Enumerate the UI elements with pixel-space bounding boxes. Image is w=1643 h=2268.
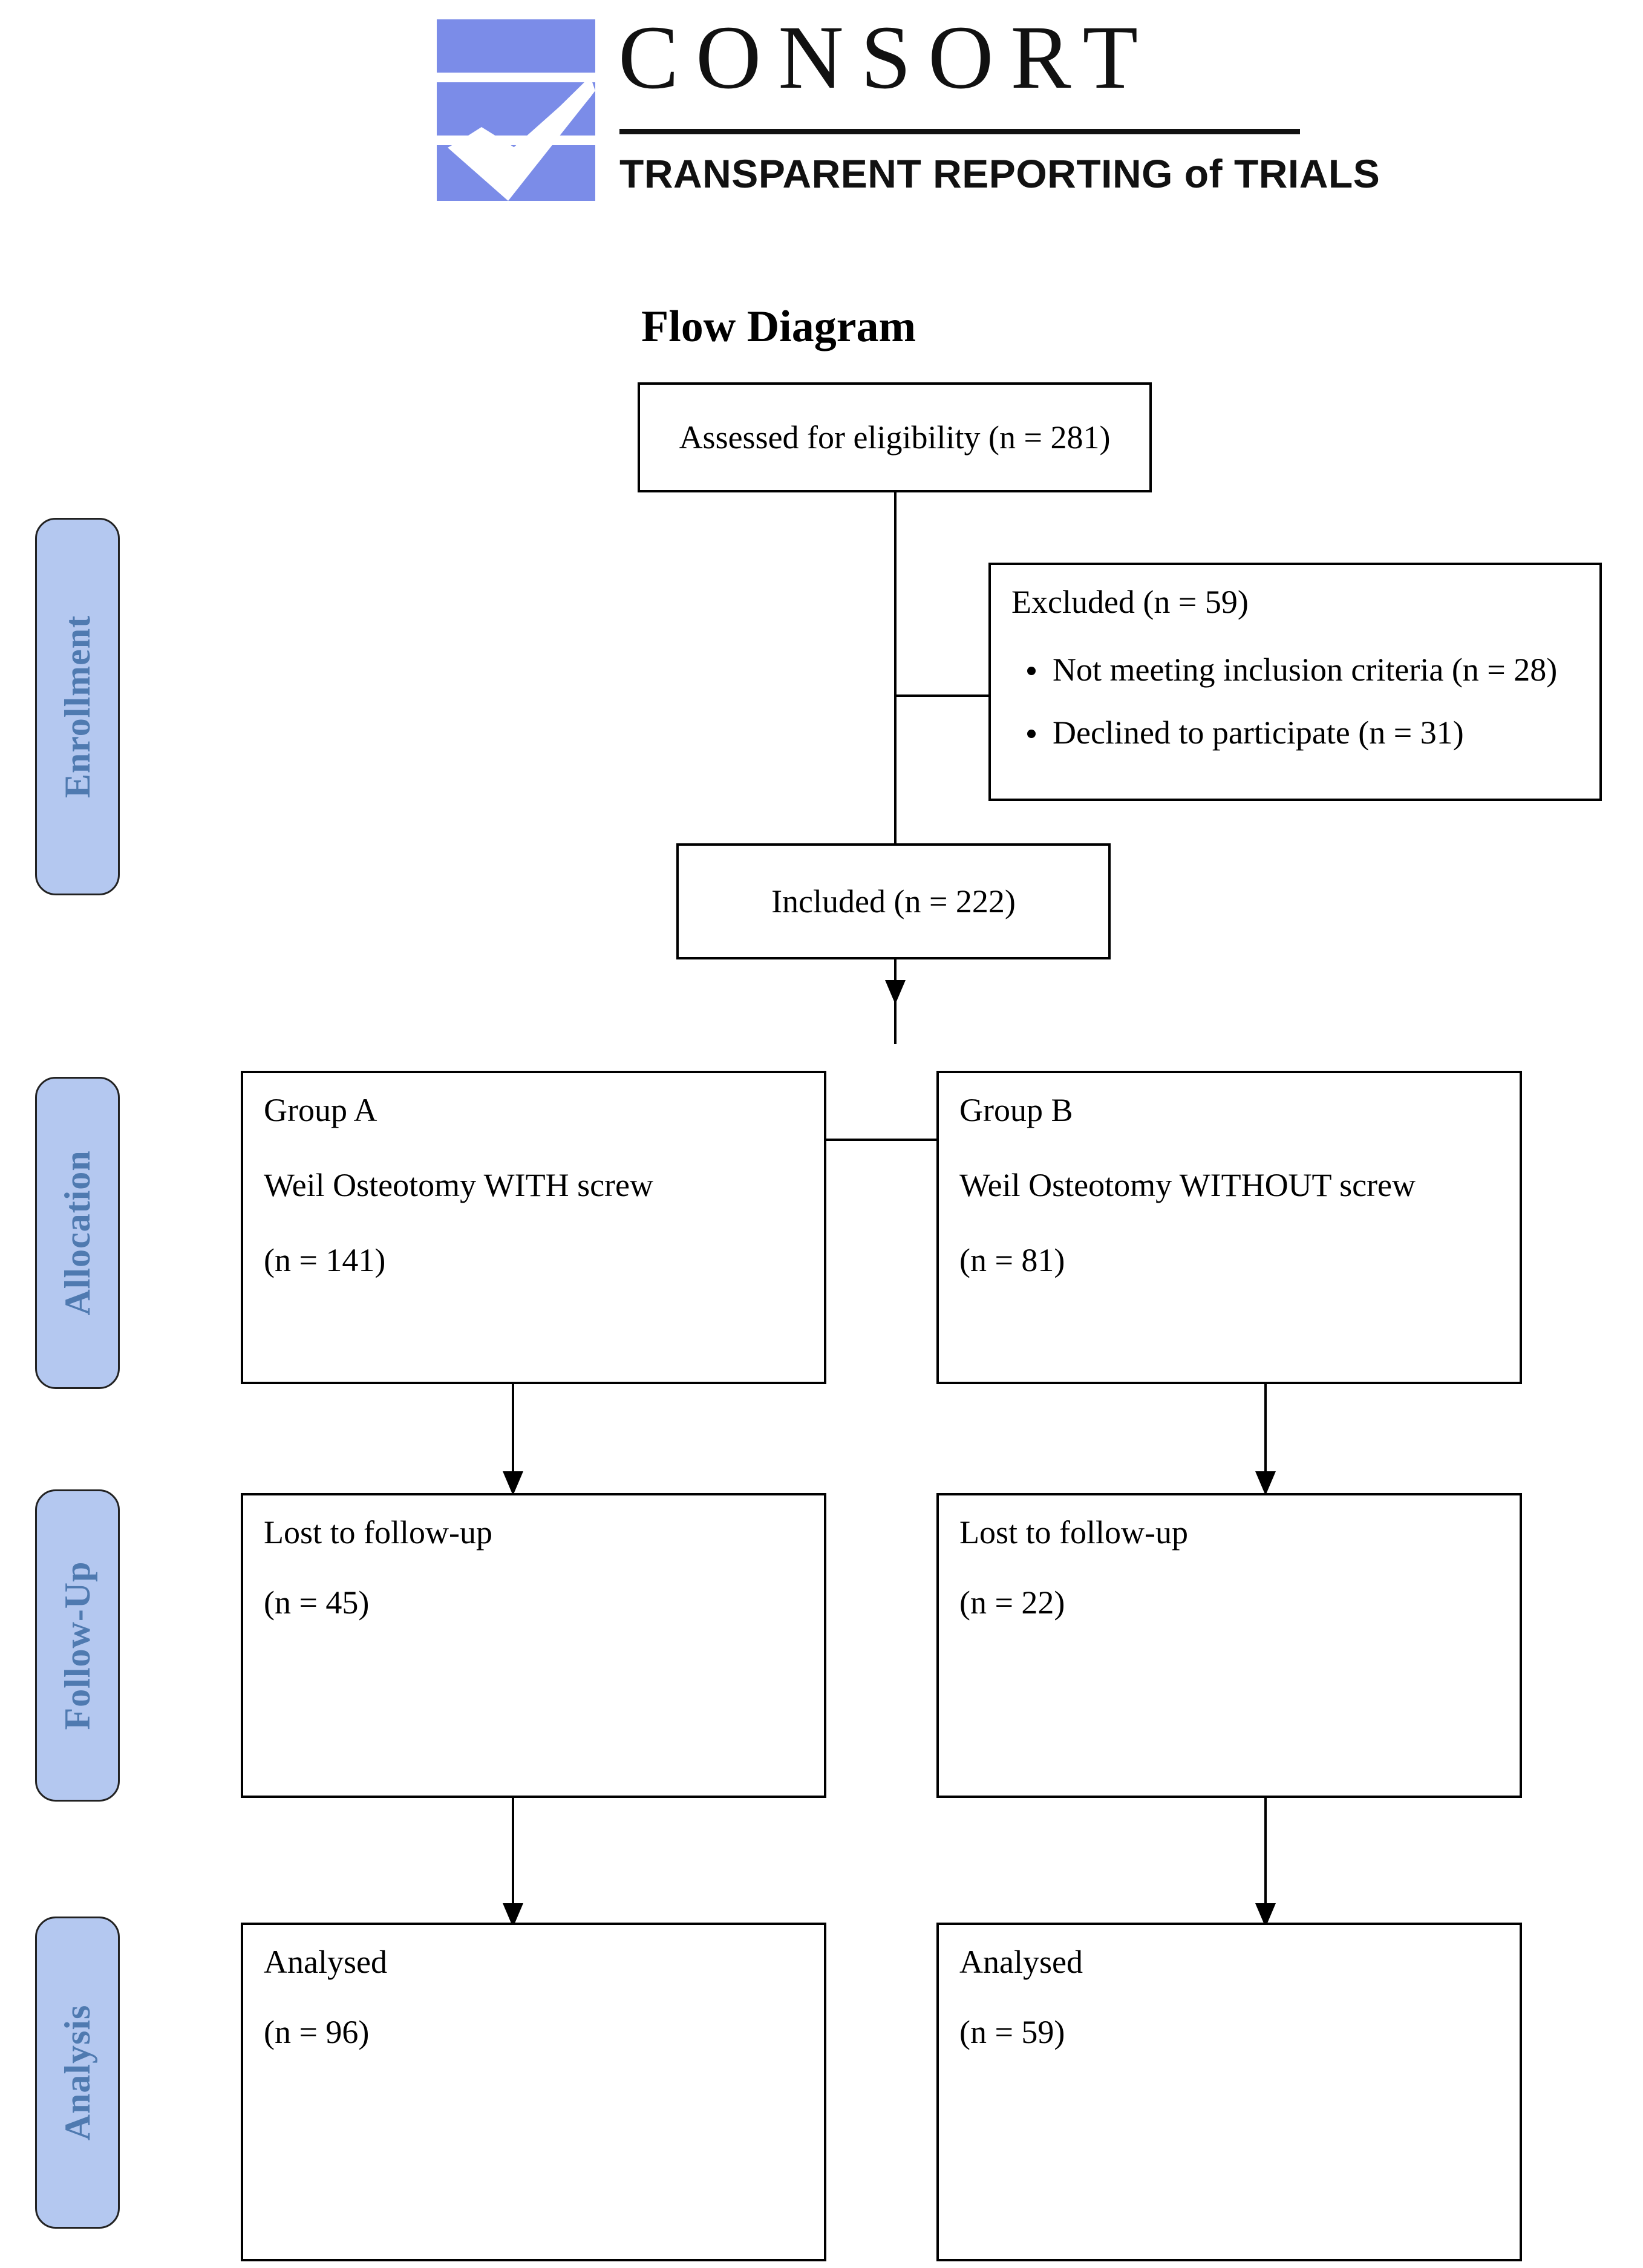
group-a-count: (n = 141) [264, 1242, 386, 1278]
box-analysed-b-content: Analysed (n = 59) [959, 1944, 1503, 2050]
connector-assessed-to-excluded [895, 694, 995, 697]
box-group-b-content: Group B Weil Osteotomy WITHOUT screw (n … [959, 1093, 1503, 1278]
box-lost-to-followup-a: Lost to follow-up (n = 45) [241, 1493, 826, 1798]
page-title: Flow Diagram [641, 302, 916, 351]
analysed-b-count: (n = 59) [959, 2014, 1065, 2050]
lost-b-title: Lost to follow-up [959, 1514, 1188, 1551]
consort-logo: CONSORT TRANSPARENT REPORTING of TRIALS [437, 7, 1380, 204]
box-group-b: Group B Weil Osteotomy WITHOUT screw (n … [936, 1071, 1522, 1384]
excluded-heading: Excluded (n = 59) [1011, 584, 1249, 620]
excluded-reason-item: Not meeting inclusion criteria (n = 28) [1025, 652, 1583, 687]
consort-logo-mark-icon [437, 19, 595, 201]
consort-wordmark-text: CONSORT [618, 7, 1155, 108]
group-b-count: (n = 81) [959, 1242, 1065, 1278]
connector-split-bar [497, 1139, 1295, 1141]
stage-tab-enrollment: Enrollment [35, 518, 120, 895]
group-b-title: Group B [959, 1092, 1073, 1128]
arrowhead-included-down-icon [885, 980, 906, 1004]
box-included-content: Included (n = 222) [679, 846, 1108, 957]
logo-divider-rule [619, 129, 1300, 134]
stage-tab-allocation-label: Allocation [57, 1150, 97, 1316]
group-b-intervention: Weil Osteotomy WITHOUT screw [959, 1167, 1416, 1203]
stage-tab-followup-label: Follow-Up [57, 1561, 97, 1730]
stage-tab-allocation: Allocation [35, 1077, 120, 1389]
connector-assessed-to-included [894, 492, 897, 843]
box-analysed-b: Analysed (n = 59) [936, 1923, 1522, 2261]
box-group-a: Group A Weil Osteotomy WITH screw (n = 1… [241, 1071, 826, 1384]
analysed-b-title: Analysed [959, 1944, 1083, 1980]
box-included: Included (n = 222) [676, 843, 1111, 959]
stage-tab-enrollment-label: Enrollment [57, 615, 97, 799]
box-lost-to-followup-b: Lost to follow-up (n = 22) [936, 1493, 1522, 1798]
box-assessed-content: Assessed for eligibility (n = 281) [640, 385, 1149, 490]
connector-group-a-to-lost-a [512, 1384, 514, 1492]
lost-a-title: Lost to follow-up [264, 1514, 492, 1551]
arrowhead-lost-a-icon [503, 1471, 523, 1495]
box-group-a-content: Group A Weil Osteotomy WITH screw (n = 1… [264, 1093, 807, 1278]
connector-group-b-to-lost-b [1264, 1384, 1267, 1492]
box-lost-b-content: Lost to follow-up (n = 22) [959, 1515, 1503, 1620]
lost-a-count: (n = 45) [264, 1584, 370, 1621]
arrowhead-lost-b-icon [1255, 1471, 1276, 1495]
lost-b-count: (n = 22) [959, 1584, 1065, 1621]
stage-tab-analysis: Analysis [35, 1917, 120, 2229]
stage-tab-followup: Follow-Up [35, 1489, 120, 1802]
group-a-title: Group A [264, 1092, 377, 1128]
included-text: Included (n = 222) [771, 883, 1016, 920]
box-excluded-content: Excluded (n = 59) Not meeting inclusion … [1011, 584, 1583, 750]
analysed-a-count: (n = 96) [264, 2014, 370, 2050]
connector-lost-b-to-analysed-b [1264, 1798, 1267, 1924]
box-analysed-a-content: Analysed (n = 96) [264, 1944, 807, 2050]
assessed-text: Assessed for eligibility (n = 281) [679, 419, 1111, 456]
box-lost-a-content: Lost to follow-up (n = 45) [264, 1515, 807, 1620]
consort-logo-wordmark: CONSORT TRANSPARENT REPORTING of TRIALS [618, 7, 1380, 204]
analysed-a-title: Analysed [264, 1944, 387, 1980]
stage-tab-analysis-label: Analysis [57, 2004, 97, 2141]
group-a-intervention: Weil Osteotomy WITH screw [264, 1167, 653, 1203]
excluded-reason-item: Declined to participate (n = 31) [1025, 715, 1583, 750]
excluded-reason-list: Not meeting inclusion criteria (n = 28) … [1011, 652, 1583, 750]
box-analysed-a: Analysed (n = 96) [241, 1923, 826, 2261]
box-excluded: Excluded (n = 59) Not meeting inclusion … [988, 563, 1602, 801]
consort-tagline-text: TRANSPARENT REPORTING of TRIALS [619, 151, 1380, 196]
box-assessed-for-eligibility: Assessed for eligibility (n = 281) [638, 382, 1152, 492]
connector-lost-a-to-analysed-a [512, 1798, 514, 1924]
